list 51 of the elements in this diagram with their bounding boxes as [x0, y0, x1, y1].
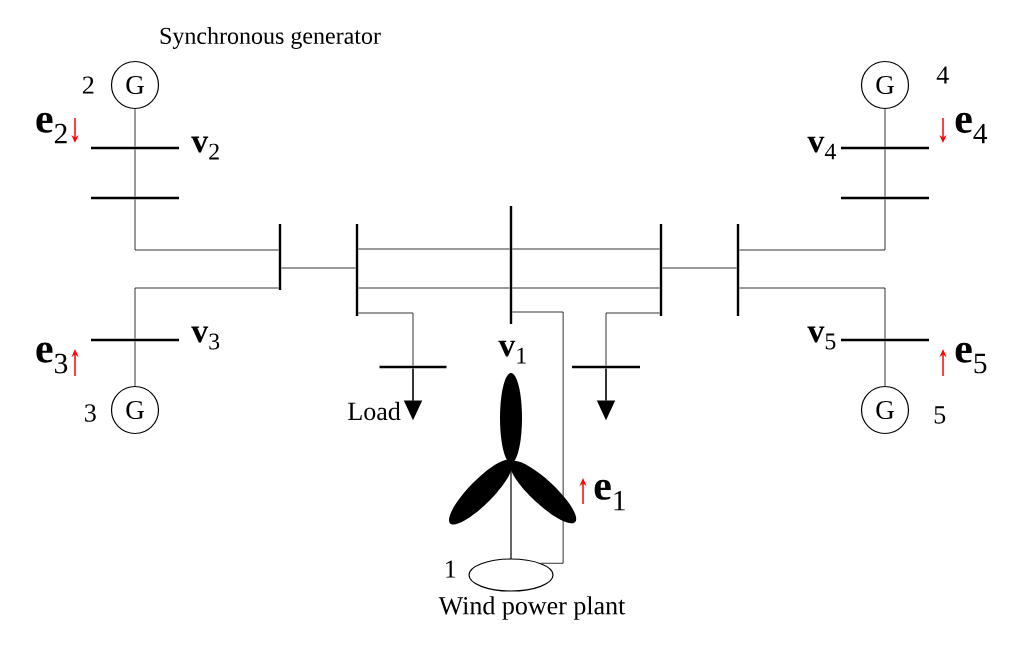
node-label: 5: [934, 406, 946, 424]
line: [605, 312, 660, 366]
node-label: 2: [82, 76, 94, 94]
bus-bar: [841, 196, 929, 200]
bus-bar: [91, 338, 179, 342]
line: [358, 312, 414, 366]
bus-bar: [278, 224, 282, 290]
line: [512, 287, 660, 289]
node-label: 1: [446, 560, 456, 578]
node-label: v$_{5}$: [807, 326, 836, 350]
bus-bar: [91, 146, 179, 150]
bus-bar: [355, 224, 359, 316]
load-bar: [572, 365, 640, 369]
current-label: e$_{1}$: [594, 479, 625, 511]
line: [884, 149, 886, 197]
node-label: v$_{4}$: [807, 136, 836, 160]
current-label: e$_{5}$: [955, 342, 987, 374]
line: [358, 287, 510, 289]
line: [134, 341, 136, 387]
line: [134, 287, 279, 339]
line: [512, 311, 564, 564]
line: [884, 341, 886, 387]
line: [739, 199, 886, 251]
bus-bar: [736, 224, 740, 316]
load-bar: [379, 365, 447, 369]
line: [134, 149, 136, 197]
bus-bar: [659, 224, 663, 316]
line: [134, 199, 279, 251]
plant-ellipse: [468, 558, 554, 592]
current-label: e$_{3}$: [36, 342, 68, 374]
node-label: v$_{3}$: [191, 326, 220, 350]
line: [358, 248, 510, 250]
line: [662, 267, 737, 269]
current-label: e$_{2}$: [36, 112, 67, 144]
node-label: 4: [936, 66, 949, 84]
node-label: Load: [348, 401, 401, 421]
bus-bar: [841, 338, 929, 342]
line: [739, 287, 886, 339]
bus-bar: [509, 206, 513, 324]
current-label: e$_{4}$: [955, 112, 988, 144]
bus-bar: [841, 146, 929, 150]
bus-bar: [91, 196, 179, 200]
line: [512, 248, 660, 250]
line: [281, 267, 356, 269]
node-label: v$_{1}$: [498, 340, 526, 364]
line: [134, 108, 136, 147]
node-label: v$_{2}$: [191, 136, 219, 160]
node-label: Wind power plant: [438, 596, 626, 620]
line: [884, 108, 886, 147]
node-label: 3: [85, 404, 96, 422]
node-label: Synchronous generator: [160, 27, 381, 49]
